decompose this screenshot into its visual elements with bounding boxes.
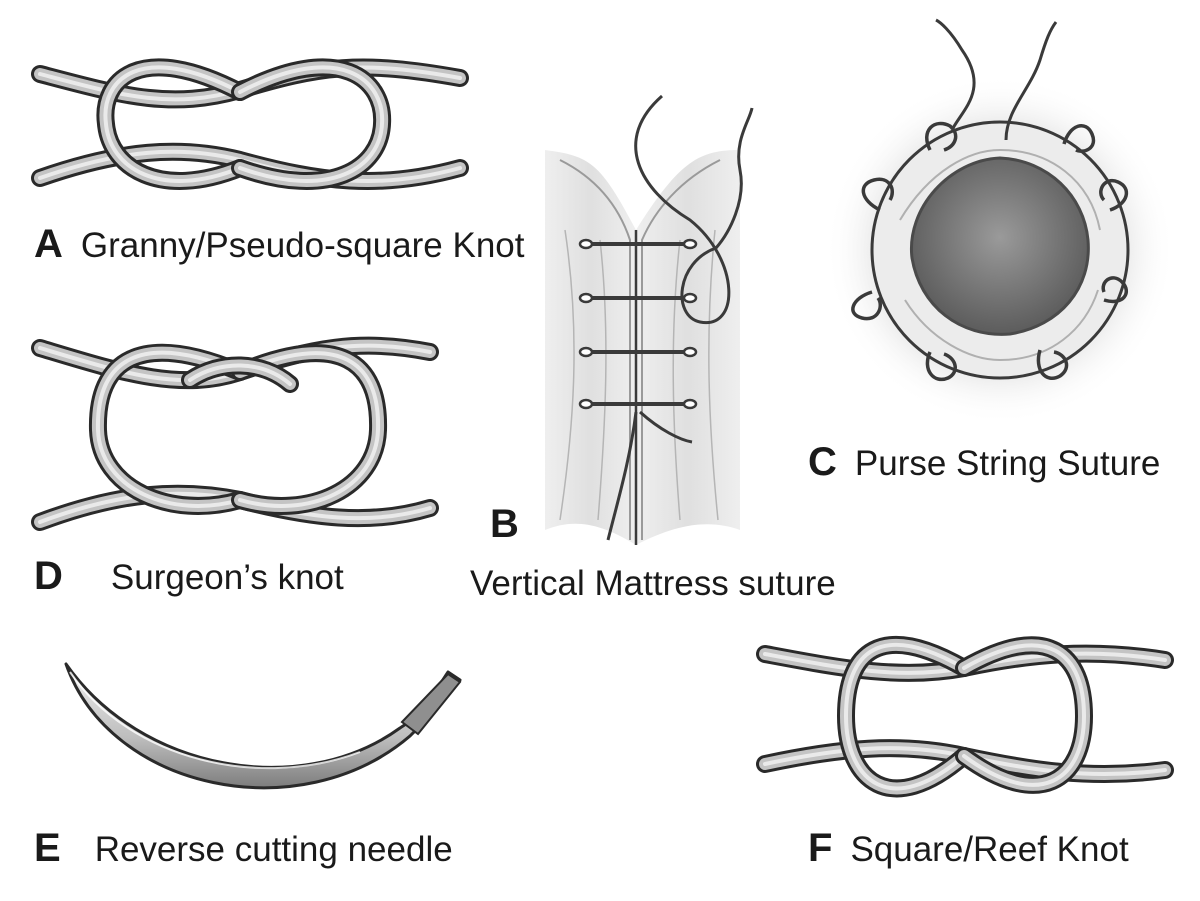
granny-knot-loop-right bbox=[231, 58, 392, 190]
caption-c-text: Purse String Suture bbox=[854, 444, 1161, 483]
needle-body bbox=[64, 662, 462, 790]
caption-e-text: Reverse cutting needle bbox=[94, 830, 453, 869]
panel-letter-d: D bbox=[34, 554, 63, 598]
wound-edge-right bbox=[641, 159, 721, 540]
suture-stitches bbox=[584, 242, 692, 406]
wound-edge-left bbox=[559, 159, 631, 540]
needle-cutting-edge bbox=[69, 671, 361, 770]
caption-f: F Square/Reef Knot bbox=[808, 826, 1129, 871]
surgeons-knot-loop-left bbox=[88, 343, 249, 515]
granny-knot-loop-left bbox=[96, 58, 249, 190]
caption-b-text: Vertical Mattress suture bbox=[470, 564, 836, 603]
surgeons-knot-extra-throw bbox=[181, 356, 299, 393]
needle-swage bbox=[400, 672, 462, 736]
panel-letter-a: A bbox=[34, 222, 63, 266]
vertical-mattress-illustration bbox=[545, 94, 754, 545]
granny-knot-illustration bbox=[31, 58, 469, 190]
caption-f-text: Square/Reef Knot bbox=[850, 830, 1129, 869]
caption-c: C Purse String Suture bbox=[808, 440, 1160, 485]
purse-string-illustration bbox=[825, 18, 1175, 425]
panel-letter-b: B bbox=[490, 502, 519, 546]
square-knot-illustration bbox=[756, 635, 1174, 798]
surgeons-knot-loop-right bbox=[231, 344, 388, 515]
caption-a-text: Granny/Pseudo-square Knot bbox=[80, 226, 525, 265]
panel-letter-e: E bbox=[34, 826, 61, 870]
caption-e: E Reverse cutting needle bbox=[34, 826, 453, 871]
suture-entry-points bbox=[578, 238, 698, 410]
panel-letter-c: C bbox=[808, 440, 837, 484]
suture-thread-loop bbox=[634, 94, 754, 325]
square-knot-loop-right bbox=[955, 636, 1093, 794]
surgeons-knot-illustration bbox=[31, 336, 439, 531]
reverse-cutting-needle-illustration bbox=[64, 662, 462, 790]
suture-tie-tails bbox=[606, 410, 693, 541]
caption-a: A Granny/Pseudo-square Knot bbox=[34, 222, 525, 267]
caption-d-text: Surgeon’s knot bbox=[110, 558, 344, 597]
purse-string-tails bbox=[935, 18, 1058, 141]
tissue-texture bbox=[559, 229, 719, 521]
square-knot-loop-left bbox=[837, 635, 973, 798]
panel-letter-f: F bbox=[808, 826, 833, 870]
lumen bbox=[909, 156, 1090, 336]
caption-d: D Surgeon’s knot bbox=[34, 554, 344, 599]
purse-string-loops bbox=[851, 121, 1129, 382]
tissue-ring-texture bbox=[899, 148, 1101, 362]
